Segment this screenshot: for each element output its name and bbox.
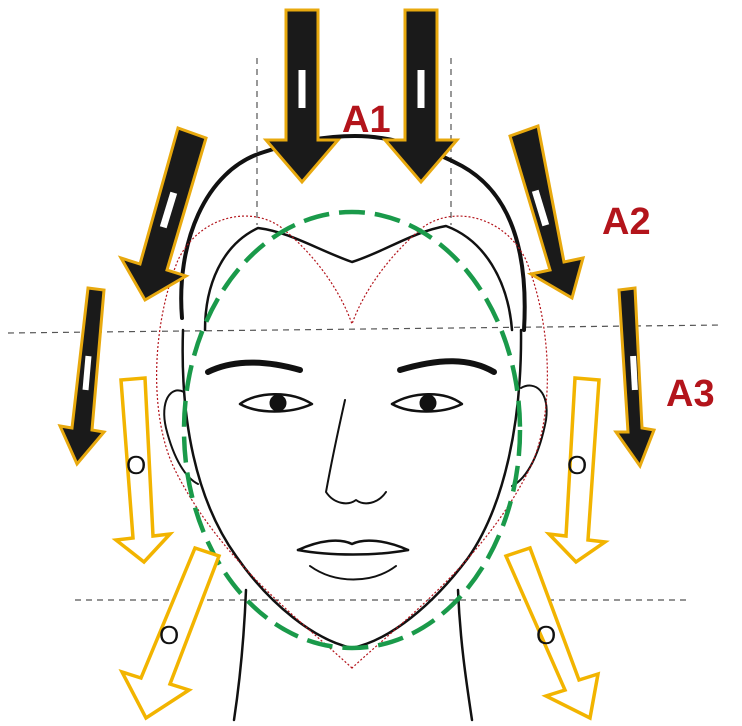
left-eye — [240, 394, 312, 411]
inward-arrow-marker-a1-right — [418, 70, 425, 108]
region-label-a2: A2 — [602, 201, 651, 243]
region-label-a3: A3 — [666, 373, 715, 415]
left-eyebrow — [208, 363, 300, 372]
inward-arrow-a2-left — [121, 128, 206, 300]
left-ear — [164, 390, 198, 484]
guide-line-top-horizontal — [8, 325, 722, 333]
outward-arrow-label-left-lower: O — [159, 620, 179, 650]
right-eyebrow — [400, 361, 494, 372]
region-label-a1: A1 — [342, 99, 391, 141]
right-eye — [392, 394, 462, 411]
hairline — [205, 226, 512, 330]
neck-left — [234, 590, 246, 720]
mouth — [298, 541, 408, 580]
face-oval-outline — [184, 212, 520, 648]
outward-arrow-label-right-lower: O — [536, 620, 556, 650]
inward-arrow-marker-a1-left — [299, 70, 306, 108]
outward-arrow-label-left-upper: O — [126, 450, 146, 480]
hair-outline — [181, 136, 525, 330]
inward-arrows — [60, 10, 654, 466]
outward-arrow-label-right-upper: O — [567, 450, 587, 480]
nose — [326, 400, 386, 503]
neck-right — [458, 590, 472, 720]
inward-arrow-a3-left — [60, 288, 104, 464]
